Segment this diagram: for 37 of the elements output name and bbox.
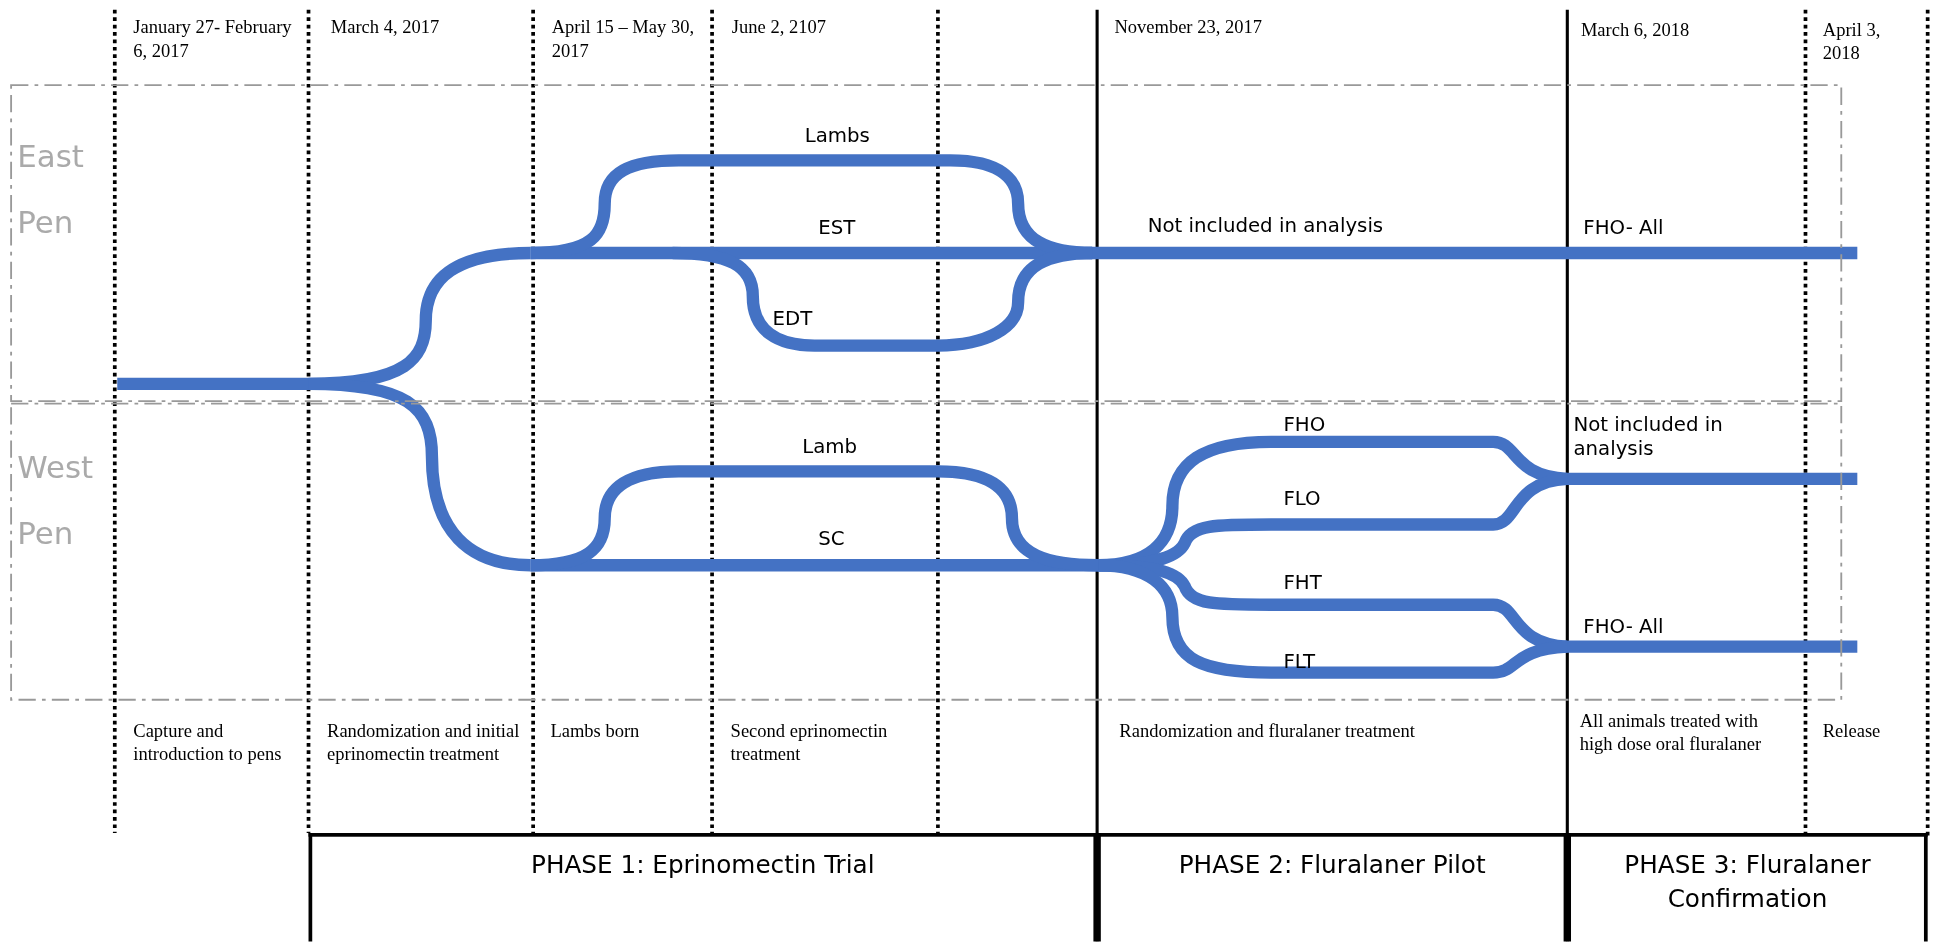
phase-box <box>1567 833 1928 942</box>
group-label: FLO <box>1283 486 1322 511</box>
pen-region <box>9 83 1843 403</box>
date-label: April 15 – May 30, 2017 <box>551 16 696 63</box>
date-label: April 3, 2018 <box>1822 18 1882 65</box>
pen-label: West Pen <box>17 448 95 554</box>
group-label: SC <box>818 526 846 552</box>
step-description: Randomization and fluralaner treatment <box>1119 719 1416 743</box>
date-label: November 23, 2017 <box>1114 16 1263 39</box>
group-label: Not included in analysis <box>1147 213 1385 239</box>
phase-title: PHASE 2: Fluralaner Pilot <box>1177 848 1487 881</box>
date-label: January 27- February 6, 2017 <box>133 16 293 63</box>
group-label: Lamb <box>802 434 859 460</box>
date-label: March 4, 2017 <box>330 16 441 39</box>
group-label: FHO- All <box>1583 614 1665 640</box>
group-label: FLT <box>1283 649 1317 674</box>
step-description: Release <box>1822 719 1882 743</box>
pen-label: East Pen <box>17 137 85 243</box>
date-label: March 6, 2018 <box>1580 18 1691 42</box>
group-label: Lambs <box>804 123 871 149</box>
group-label: EST <box>818 215 857 241</box>
group-label: Not included in analysis <box>1573 412 1724 462</box>
step-description: Lambs born <box>550 719 641 743</box>
step-description: All animals treated with high dose oral fluralaner <box>1579 709 1763 757</box>
group-label: FHO <box>1283 412 1327 437</box>
phase-box <box>308 833 1098 942</box>
group-label: EDT <box>772 306 814 331</box>
step-description: Second eprinomectin treatment <box>730 719 889 766</box>
group-label: FHT <box>1283 570 1323 595</box>
step-description: Randomization and initial eprinomectin treatment <box>327 719 521 766</box>
date-label: June 2, 2107 <box>731 16 827 39</box>
pen-region <box>9 402 1843 701</box>
step-description: Capture and introduction to pens <box>133 719 283 766</box>
phase-title: PHASE 1: Eprinomectin Trial <box>530 848 876 881</box>
phase-box <box>1097 833 1568 942</box>
group-label: FHO- All <box>1583 215 1665 241</box>
phase-title: PHASE 3: Fluralaner Confirmation <box>1623 848 1872 916</box>
